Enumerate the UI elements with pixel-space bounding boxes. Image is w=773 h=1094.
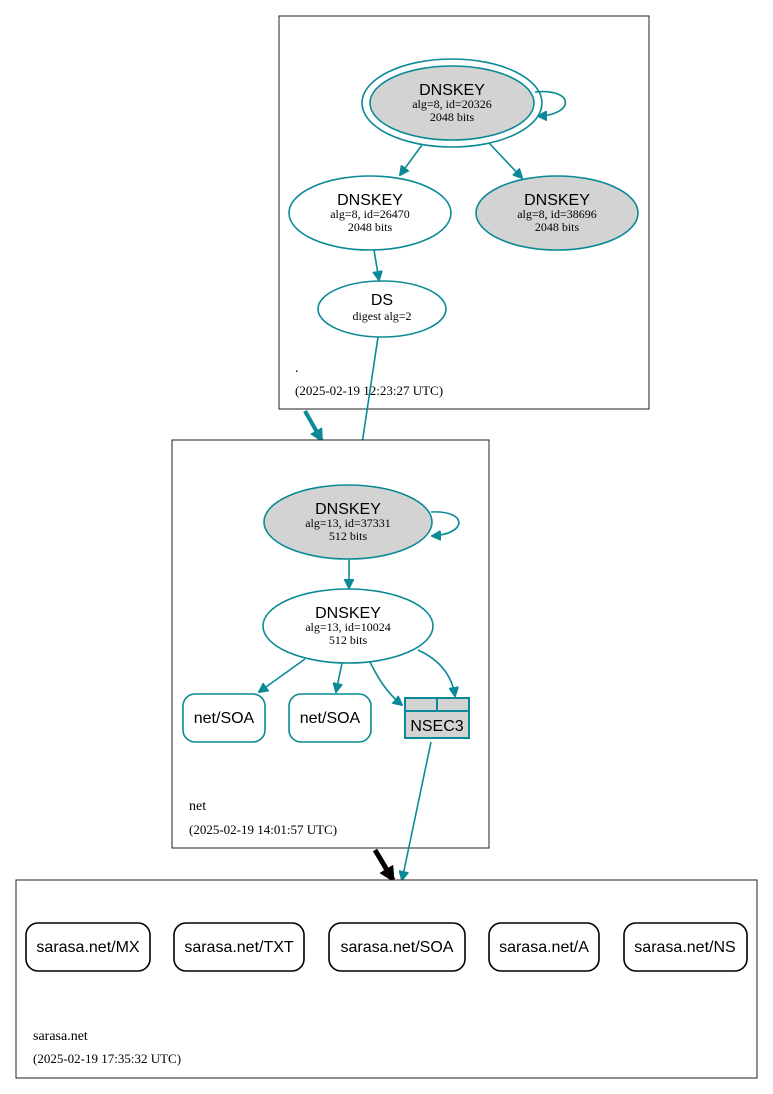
delegation-arrow-net-sarasa [372, 848, 396, 883]
edge-ksk-to-zsk1 [400, 144, 423, 175]
net-zsk-node: DNSKEY alg=13, id=10024 512 bits [262, 588, 434, 664]
root-zsk2-node: DNSKEY alg=8, id=38696 2048 bits [475, 175, 639, 251]
net-soa-label-2: net/SOA [300, 710, 361, 727]
sarasa-zone-name: sarasa.net [33, 1029, 88, 1044]
root-zsk2-alg: alg=8, id=38696 [517, 207, 597, 221]
net-ksk-title: DNSKEY [315, 501, 381, 518]
root-zsk1-alg: alg=8, id=26470 [330, 207, 410, 221]
net-zsk-alg: alg=13, id=10024 [305, 620, 391, 634]
sarasa-record-ns-label: sarasa.net/NS [634, 939, 735, 956]
edge-zsk-to-nsec3-b [417, 649, 455, 696]
sarasa-record-ns: sarasa.net/NS [623, 922, 748, 972]
sarasa-record-mx-label: sarasa.net/MX [36, 939, 139, 956]
net-zone-timestamp: (2025-02-19 14:01:57 UTC) [189, 822, 337, 837]
root-zsk1-bits: 2048 bits [348, 220, 393, 234]
root-zone-timestamp: (2025-02-19 12:23:27 UTC) [295, 383, 443, 398]
root-ksk-bits: 2048 bits [430, 110, 475, 124]
root-ksk-title: DNSKEY [419, 82, 485, 99]
root-zone-name: . [295, 361, 299, 376]
root-ds-digest: digest alg=2 [352, 309, 411, 323]
sarasa-record-soa: sarasa.net/SOA [328, 922, 466, 972]
net-nsec3-label: NSEC3 [410, 718, 463, 735]
root-zsk1-node: DNSKEY alg=8, id=26470 2048 bits [288, 175, 452, 251]
net-ksk-alg: alg=13, id=37331 [305, 516, 391, 530]
root-ksk-alg: alg=8, id=20326 [412, 97, 492, 111]
sarasa-record-mx: sarasa.net/MX [25, 922, 151, 972]
sarasa-zone-timestamp: (2025-02-19 17:35:32 UTC) [33, 1051, 181, 1066]
sarasa-record-a-label: sarasa.net/A [499, 939, 589, 956]
net-ksk-node: DNSKEY alg=13, id=37331 512 bits [263, 484, 433, 560]
net-zsk-title: DNSKEY [315, 605, 381, 622]
zone-net: DNSKEY alg=13, id=37331 512 bits DNSKEY … [171, 439, 490, 849]
net-soa-node-1: net/SOA [182, 693, 266, 743]
net-ksk-bits: 512 bits [329, 529, 368, 543]
sarasa-record-soa-label: sarasa.net/SOA [341, 939, 454, 956]
net-ksk-self-edge [431, 511, 460, 536]
root-ksk-self-edge [534, 90, 567, 116]
zone-sarasa: sarasa.net/MX sarasa.net/TXT sarasa.net/… [15, 879, 758, 1079]
sarasa-record-txt: sarasa.net/TXT [173, 922, 305, 972]
zone-root: DNSKEY alg=8, id=20326 2048 bits DNSKEY … [278, 15, 650, 410]
edge-zsk-to-soa2 [336, 662, 343, 692]
net-soa-node-2: net/SOA [288, 693, 372, 743]
net-zone-name: net [189, 799, 206, 814]
net-zsk-bits: 512 bits [329, 633, 368, 647]
root-zsk2-title: DNSKEY [524, 192, 590, 209]
edge-nsec3-to-sarasa [402, 741, 432, 880]
edge-zsk1-to-ds [374, 249, 379, 280]
root-zsk1-title: DNSKEY [337, 192, 403, 209]
edge-zsk-to-soa1 [259, 658, 306, 692]
sarasa-record-a: sarasa.net/A [488, 922, 600, 972]
delegation-arrow-root-net [303, 410, 324, 443]
net-nsec3-node: NSEC3 [404, 697, 470, 739]
root-zsk2-bits: 2048 bits [535, 220, 580, 234]
zone-sarasa-box [15, 879, 758, 1079]
root-ds-title: DS [371, 292, 393, 309]
root-ds-node: DS digest alg=2 [317, 280, 447, 338]
edge-zsk-to-nsec3-a [369, 661, 402, 705]
edge-ksk-to-zsk2 [488, 142, 522, 178]
net-soa-label-1: net/SOA [194, 710, 255, 727]
root-ksk-node: DNSKEY alg=8, id=20326 2048 bits [361, 58, 543, 148]
sarasa-record-txt-label: sarasa.net/TXT [184, 939, 294, 956]
